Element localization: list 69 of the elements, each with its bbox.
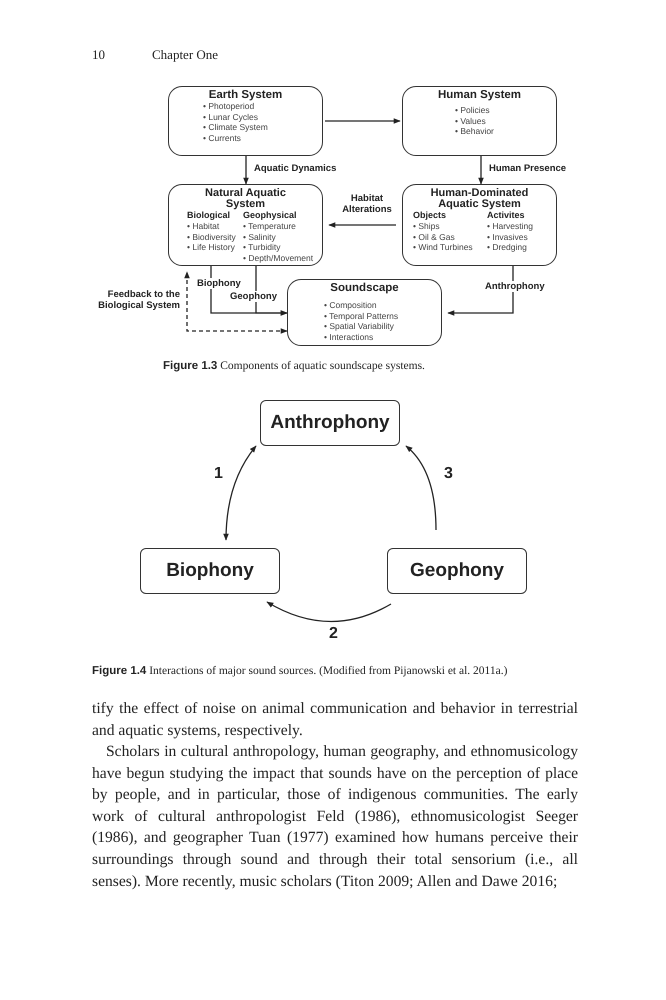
column-heading: Activites (487, 210, 526, 221)
edge-label: Geophony (229, 291, 278, 302)
edge-label: 3 (443, 468, 454, 479)
paragraph: Scholars in cultural anthropology, human geography, and ethnomusicology have begun studying the impact that sounds have on the perception of place by people, and in particular, those of indigenous communities. The early work of cultural anthropologist Feld (1986), ethnomusicologist Seeger (1986), and geographer Tuan (1977) examined how humans perceive their surroundings through sound and through their total sensorium (i.e., all senses). More recently, music scholars (Titon 2009; Allen and Dawe 2016; (92, 742, 578, 892)
bullet-item: • Policies (455, 105, 491, 116)
bullet-item: • Ships (413, 221, 441, 232)
bullet-item: • Depth/Movement (243, 252, 314, 263)
edge-label: Human Presence (488, 163, 568, 174)
system-box (287, 279, 442, 346)
column-heading: Geophysical (243, 210, 298, 221)
bullet-item: • Temperature (243, 221, 297, 232)
bullet-item: • Habitat (187, 221, 220, 232)
edge-label: Aquatic Dynamics (253, 163, 338, 174)
bullet-item: • Salinity (243, 232, 277, 242)
bullet-item: • Climate System (203, 122, 268, 132)
bullet-item: • Biodiversity (187, 232, 236, 242)
bullet-item: • Temporal Patterns (324, 310, 398, 321)
arrow (405, 446, 437, 530)
box-title: Anthrophony (270, 412, 390, 434)
system-box (402, 184, 557, 266)
arrow (243, 156, 249, 185)
system-box (168, 86, 323, 156)
bullet-item: • Photoperiod (203, 101, 256, 112)
edge-label: Anthrophony (484, 281, 546, 292)
bullet-item: • Spatial Variability (324, 321, 395, 332)
arrow (447, 266, 514, 316)
arrow (478, 156, 484, 185)
bullet-item: • Oil & Gas (413, 232, 456, 242)
system-box (402, 86, 557, 156)
paragraph: tify the effect of noise on animal communication and behavior in terrestrial and aquatic systems, respectively. (92, 699, 578, 741)
box-title: Earth System (208, 90, 284, 101)
figure-caption: Figure 1.4 Interactions of major sound sources. (Modified from Pijanowski et al. 2011a.) (92, 665, 508, 677)
arrow (325, 118, 401, 124)
box-title: Geophony (410, 560, 504, 582)
dashed-arrow (184, 271, 288, 334)
bullet-item: • Interactions (324, 332, 374, 342)
bullet-item: • Currents (203, 132, 242, 143)
page-number: 10 (92, 47, 105, 63)
running-header: Chapter One (152, 47, 218, 63)
edge-label: 2 (328, 628, 339, 639)
sound-source-box (140, 548, 280, 594)
bullet-item: • Life History (187, 242, 236, 252)
bullet-item: • Lunar Cycles (203, 112, 259, 122)
column-heading: Biological (187, 210, 232, 221)
box-title: Human-Dominated Aquatic System (430, 188, 530, 210)
bullet-item: • Harvesting (487, 221, 533, 232)
bullet-item: • Invasives (487, 232, 529, 242)
arrow (223, 445, 257, 541)
arrow (328, 222, 396, 228)
sound-source-box (260, 400, 400, 446)
bullet-item: • Turbidity (243, 242, 282, 252)
column-heading: Objects (413, 210, 448, 221)
sound-source-box (387, 548, 527, 594)
figure-caption: Figure 1.3 Components of aquatic soundscape systems. (163, 360, 425, 372)
arrow (255, 266, 288, 316)
box-title: Natural Aquatic System (204, 188, 287, 210)
bullet-item: • Composition (324, 300, 378, 310)
edge-label: Biophony (196, 278, 242, 289)
arrow (266, 601, 392, 622)
bullet-item: • Wind Turbines (413, 242, 473, 252)
edge-label: Feedback to the Biological System (97, 289, 181, 311)
edge-label: 1 (213, 468, 224, 479)
system-box (168, 184, 323, 266)
bullet-item: • Values (455, 116, 487, 126)
bullet-item: • Dredging (487, 242, 528, 252)
bullet-item: • Behavior (455, 126, 494, 136)
box-title: Soundscape (329, 283, 400, 294)
box-title: Biophony (166, 560, 254, 582)
box-title: Human System (436, 90, 522, 101)
